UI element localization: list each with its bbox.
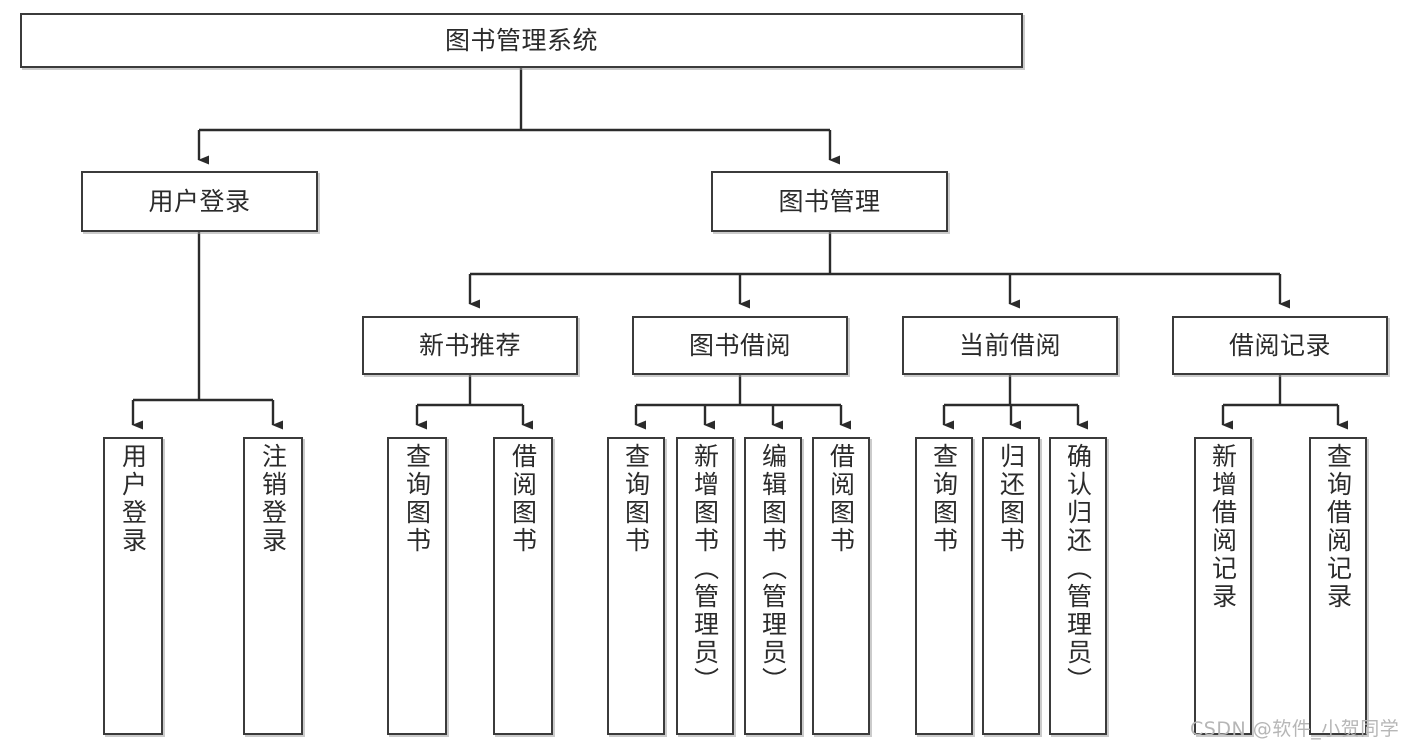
node-book-management[interactable]: 图书管理 [711,171,948,232]
node-label: 图书管理系统 [444,25,598,55]
node-label: 查询图书 [929,443,959,555]
leaf-current-borrow-query[interactable]: 查询图书 [915,437,973,735]
node-label: 借阅图书 [826,443,856,555]
node-root-book-management-system[interactable]: 图书管理系统 [20,13,1023,68]
leaf-current-borrow-confirm-return[interactable]: 确认归还（管理员） [1049,437,1107,735]
node-label: 借阅记录 [1228,330,1331,360]
node-borrow-record[interactable]: 借阅记录 [1172,316,1388,375]
node-current-borrow[interactable]: 当前借阅 [902,316,1118,375]
leaf-borrow-record-query[interactable]: 查询借阅记录 [1309,437,1367,735]
node-label: 用户登录 [118,443,148,555]
node-label: 归还图书 [996,443,1026,555]
node-label: 借阅图书 [508,443,538,555]
node-label: 新书推荐 [418,330,521,360]
leaf-borrow-record-add[interactable]: 新增借阅记录 [1194,437,1252,735]
leaf-book-borrow-edit[interactable]: 编辑图书（管理员） [744,437,802,735]
node-label: 图书借阅 [688,330,791,360]
leaf-user-login-logout[interactable]: 注销登录 [243,437,303,735]
node-label: 查询图书 [621,443,651,555]
node-book-borrow[interactable]: 图书借阅 [632,316,848,375]
node-user-login[interactable]: 用户登录 [81,171,318,232]
node-label: 确认归还（管理员） [1063,443,1093,695]
node-label: 新增借阅记录 [1208,443,1238,611]
node-new-book-recommend[interactable]: 新书推荐 [362,316,578,375]
leaf-book-borrow-borrow[interactable]: 借阅图书 [812,437,870,735]
node-label: 查询借阅记录 [1323,443,1353,611]
node-label: 图书管理 [778,186,881,216]
leaf-user-login-login[interactable]: 用户登录 [103,437,163,735]
node-label: 当前借阅 [958,330,1061,360]
node-label: 新增图书（管理员） [690,443,720,695]
leaf-new-book-borrow[interactable]: 借阅图书 [493,437,553,735]
node-label: 查询图书 [402,443,432,555]
leaf-book-borrow-query[interactable]: 查询图书 [607,437,665,735]
leaf-current-borrow-return[interactable]: 归还图书 [982,437,1040,735]
leaf-book-borrow-add[interactable]: 新增图书（管理员） [676,437,734,735]
node-label: 注销登录 [258,443,288,555]
csdn-watermark: CSDN @软件_小贺同学 [1190,718,1400,740]
node-label: 编辑图书（管理员） [758,443,788,695]
node-label: 用户登录 [148,186,251,216]
leaf-new-book-query[interactable]: 查询图书 [387,437,447,735]
